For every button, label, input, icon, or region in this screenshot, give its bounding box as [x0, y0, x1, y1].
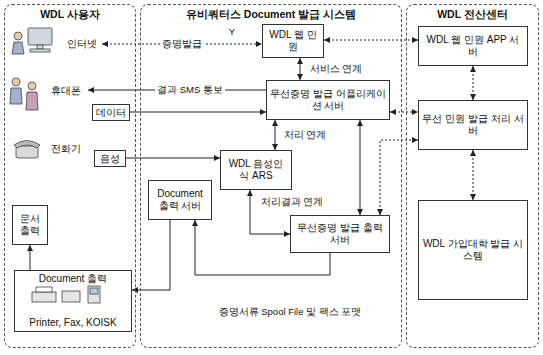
system-region: 유비쿼터스 Document 발급 시스템 WDL 웹 민원무선증명 발급 어플리… — [140, 4, 402, 348]
connector — [473, 150, 474, 200]
data-tag: 데이터 — [92, 104, 130, 121]
phone-user: 전화기 — [44, 140, 88, 158]
connector — [250, 190, 290, 234]
process-server-box: 무선 민원 발급 처리 서버 — [418, 100, 528, 150]
node-text: WDL 전산센터 — [407, 5, 538, 22]
connector — [88, 90, 266, 91]
user-region: WDL 사용자인터넷휴대폰데이터전화기음성문서 출력 Document 출력 Pri… — [4, 4, 136, 348]
connector — [132, 220, 170, 290]
node-text: 문서 출력 — [16, 213, 44, 237]
connector — [390, 112, 418, 113]
connector — [324, 40, 418, 41]
node-text: WDL 웹 민원 — [266, 29, 320, 53]
web-service-box: WDL 웹 민원 — [262, 24, 324, 58]
node-text: Printer, Fax, KOISK — [18, 317, 128, 329]
node-text: 무선증명 발급 어플리케이션 서버 — [270, 88, 386, 112]
node-text: 데이터 — [96, 107, 126, 118]
web-app-server-box: WDL 웹 민원 APP 서버 — [418, 26, 528, 66]
node-text: 음성 — [98, 153, 122, 164]
node-text: WDL 웹 민원 APP 서버 — [422, 34, 524, 58]
note-label: Y — [227, 26, 237, 37]
connector — [360, 120, 361, 215]
node-text: Document 출력 서버 — [152, 188, 208, 212]
node-text: 무선 민원 발급 처리 서버 — [422, 113, 524, 137]
connector — [102, 44, 262, 45]
note-label: 증명서류 Spool File 및 팩스 포맷 — [183, 306, 397, 317]
edge-label: 서비스 연계 — [308, 63, 365, 74]
printer-icon — [32, 286, 100, 303]
app-server-box: 무선증명 발급 어플리케이션 서버 — [266, 80, 390, 120]
wireless-output-server-box: 무선증명 발급 출력 서버 — [290, 215, 390, 253]
ars-box: WDL 음성인식 ARS — [220, 150, 292, 190]
node-text: Document 출력 — [18, 273, 128, 285]
node-text: WDL 사용자 — [5, 5, 135, 22]
print-output-box: 문서 출력 — [12, 205, 48, 245]
node-text: 유비쿼터스 Document 발급 시스템 — [141, 5, 401, 22]
connector — [473, 66, 474, 100]
mobile-user: 휴대폰 — [44, 82, 88, 100]
document-output-box: Document 출력 Printer, Fax, KOISK — [14, 270, 132, 332]
node-text: 휴대폰 — [44, 85, 88, 97]
edge-label: 처리결과 연계 — [259, 196, 326, 207]
voice-tag: 음성 — [94, 150, 126, 167]
connector — [30, 245, 31, 270]
internet-user: 인터넷 — [62, 34, 102, 54]
node-text: WDL 가입대학 발급 시스템 — [422, 238, 524, 262]
node-text: 무선증명 발급 출력 서버 — [294, 222, 386, 246]
edge-label: 결과 SMS 통보 — [155, 84, 225, 95]
center-region: WDL 전산센터 WDL 웹 민원 APP 서버무선 민원 발급 처리 서버 WDL… — [406, 4, 539, 348]
computer-icon — [12, 28, 52, 54]
output-server-box: Document 출력 서버 — [148, 180, 212, 220]
connector — [300, 58, 301, 80]
people-icon — [10, 78, 38, 110]
edge-label: 증명발급 — [160, 38, 204, 49]
node-text: 전화기 — [44, 143, 88, 155]
node-text: 인터넷 — [62, 38, 102, 50]
connector — [130, 112, 266, 113]
university-system-box: WDL 가입대학 발급 시스템 — [418, 200, 528, 300]
connector — [380, 140, 418, 215]
telephone-icon — [14, 141, 40, 159]
connector — [275, 120, 276, 150]
node-text: WDL 음성인식 ARS — [224, 158, 288, 182]
edge-label: 처리 연계 — [282, 129, 329, 140]
